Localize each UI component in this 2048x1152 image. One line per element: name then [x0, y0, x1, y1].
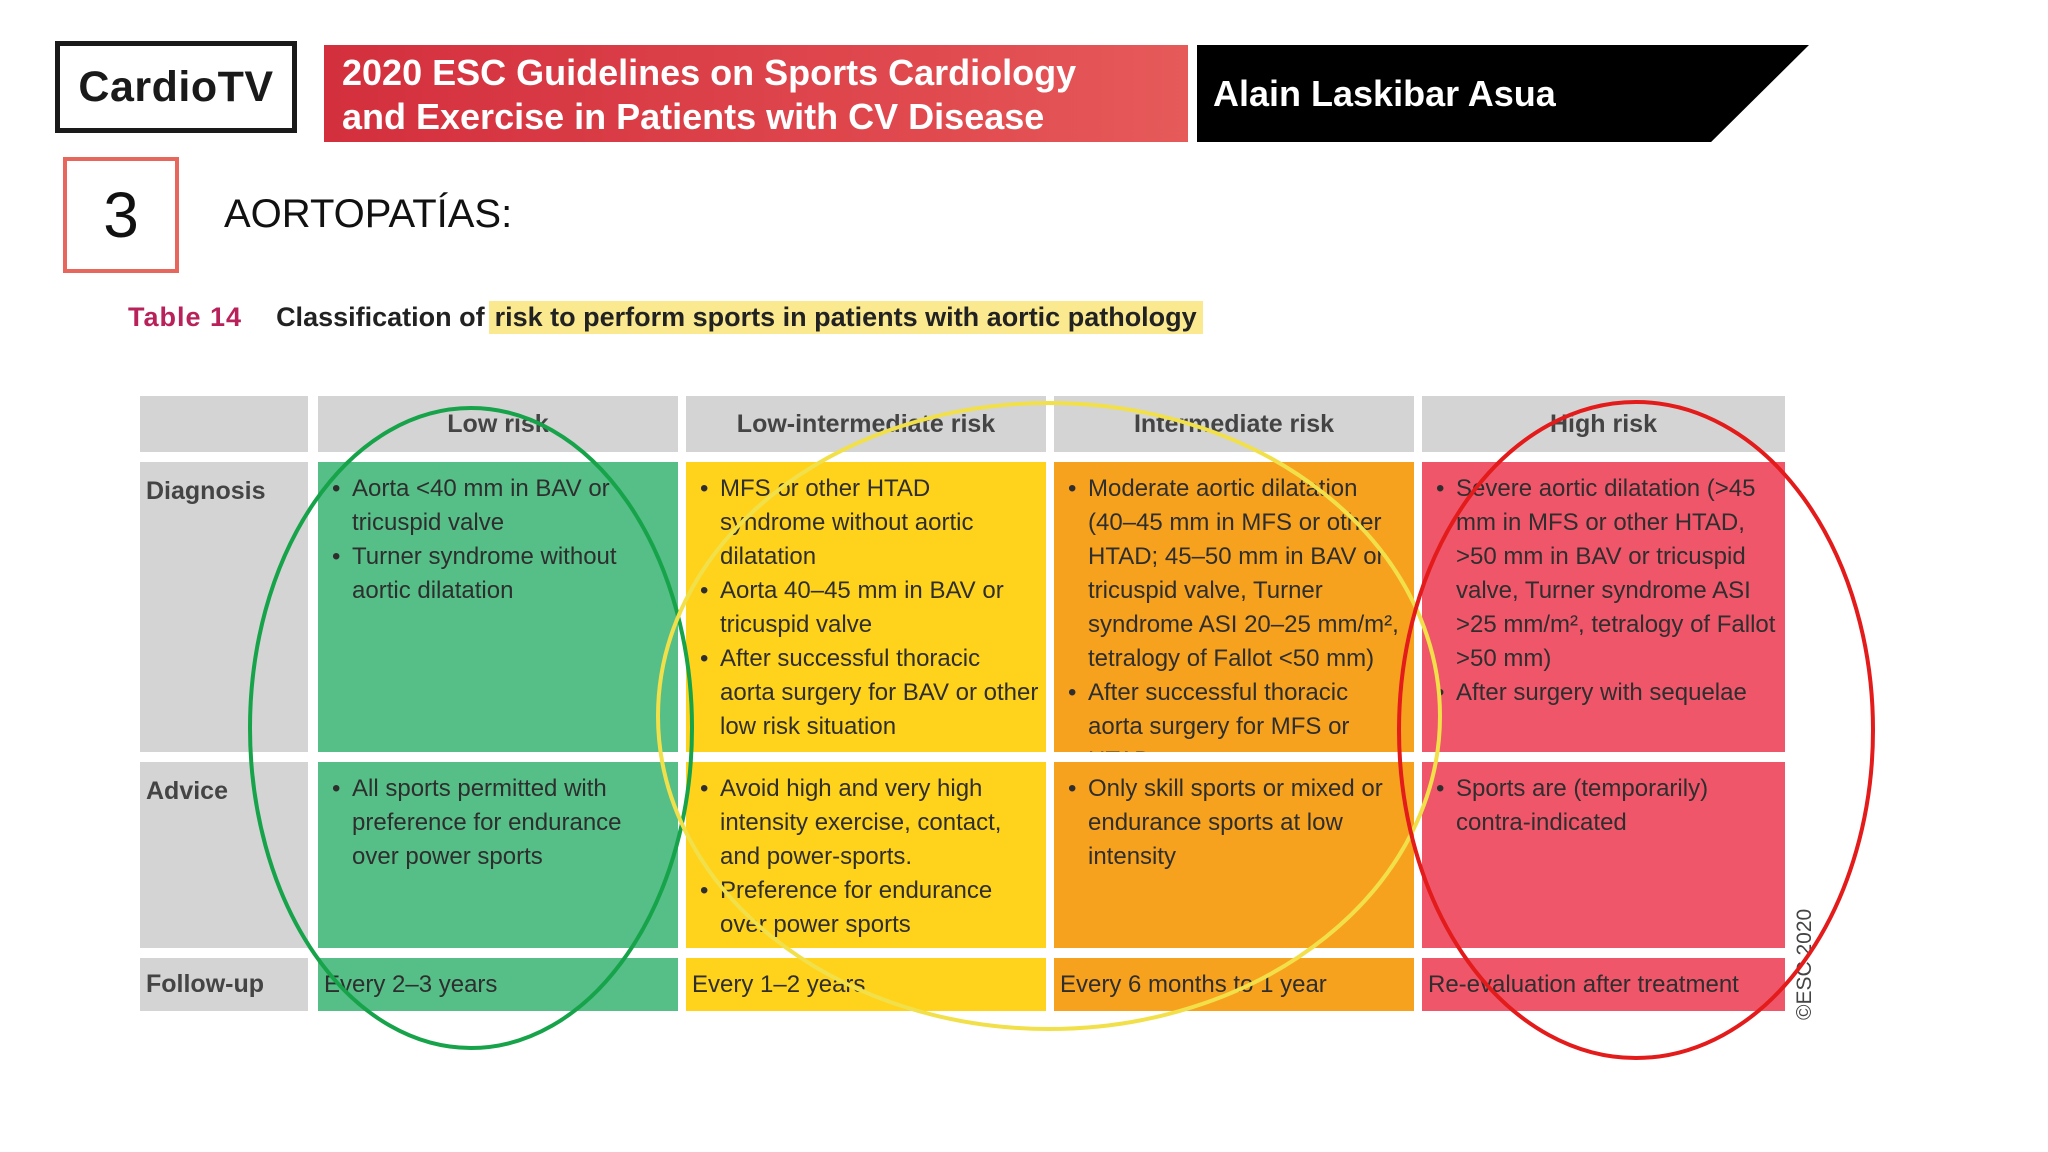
- advice-intermediate-risk: Only skill sports or mixed or endurance …: [1054, 762, 1414, 948]
- list-item: MFS or other HTAD syndrome without aorti…: [700, 472, 1040, 574]
- col-header-low-risk: Low risk: [318, 396, 678, 452]
- diagnosis-intermediate-risk: Moderate aortic dilatation (40–45 mm in …: [1054, 462, 1414, 752]
- col-header-low-intermediate-risk: Low-intermediate risk: [686, 396, 1046, 452]
- col-header-high-risk: High risk: [1422, 396, 1785, 452]
- table-caption: Table 14 Classification of risk to perfo…: [128, 300, 1203, 334]
- list-item: After surgery with sequelae: [1436, 676, 1779, 710]
- presentation-title-banner: 2020 ESC Guidelines on Sports Cardiology…: [324, 45, 1188, 142]
- list-item: Sports are (temporarily) contra-indicate…: [1436, 772, 1779, 840]
- speaker-name-banner: Alain Laskibar Asua: [1197, 45, 1809, 142]
- table-corner-cell: [140, 396, 308, 452]
- title-line-2: and Exercise in Patients with CV Disease: [342, 96, 1045, 137]
- risk-classification-table: Low risk Low-intermediate risk Intermedi…: [140, 396, 1785, 1011]
- list-item: All sports permitted with preference for…: [332, 772, 672, 874]
- followup-low-intermediate-risk: Every 1–2 years: [686, 958, 1046, 1011]
- list-item: Turner syndrome without aortic dilatatio…: [332, 540, 672, 608]
- speaker-name: Alain Laskibar Asua: [1213, 72, 1556, 114]
- followup-intermediate-risk: Every 6 months to 1 year: [1054, 958, 1414, 1011]
- diagnosis-low-intermediate-risk: MFS or other HTAD syndrome without aorti…: [686, 462, 1046, 752]
- caption-prefix: Classification of: [276, 301, 485, 332]
- advice-low-risk: All sports permitted with preference for…: [318, 762, 678, 948]
- row-label-follow-up: Follow-up: [140, 958, 308, 1011]
- followup-high-risk: Re-evaluation after treatment: [1422, 958, 1785, 1011]
- followup-low-risk: Every 2–3 years: [318, 958, 678, 1011]
- row-label-advice: Advice: [140, 762, 308, 948]
- list-item: Moderate aortic dilatation (40–45 mm in …: [1068, 472, 1408, 676]
- list-item: Avoid high and very high intensity exerc…: [700, 772, 1040, 874]
- col-header-intermediate-risk: Intermediate risk: [1054, 396, 1414, 452]
- list-item: Only skill sports or mixed or endurance …: [1068, 772, 1408, 874]
- table-label: Table 14: [128, 301, 243, 332]
- esc-copyright: ©ESC 2020: [1793, 908, 1816, 1020]
- advice-high-risk: Sports are (temporarily) contra-indicate…: [1422, 762, 1785, 948]
- list-item: After successful thoracic aorta surgery …: [1068, 676, 1408, 752]
- advice-low-intermediate-risk: Avoid high and very high intensity exerc…: [686, 762, 1046, 948]
- caption-highlight: risk to perform sports in patients with …: [488, 300, 1203, 334]
- list-item: Aorta 40–45 mm in BAV or tricuspid valve: [700, 574, 1040, 642]
- list-item: Preference for endurance over power spor…: [700, 874, 1040, 942]
- title-line-1: 2020 ESC Guidelines on Sports Cardiology: [342, 52, 1077, 93]
- diagnosis-low-risk: Aorta <40 mm in BAV or tricuspid valve T…: [318, 462, 678, 752]
- list-item: Severe aortic dilatation (>45 mm in MFS …: [1436, 472, 1779, 676]
- cardiotv-logo: CardioTV: [55, 41, 297, 133]
- list-item: After successful thoracic aorta surgery …: [700, 642, 1040, 744]
- diagnosis-high-risk: Severe aortic dilatation (>45 mm in MFS …: [1422, 462, 1785, 752]
- row-label-diagnosis: Diagnosis: [140, 462, 308, 752]
- section-number-badge: 3: [63, 157, 179, 273]
- section-heading: AORTOPATÍAS:: [224, 192, 513, 236]
- list-item: Aorta <40 mm in BAV or tricuspid valve: [332, 472, 672, 540]
